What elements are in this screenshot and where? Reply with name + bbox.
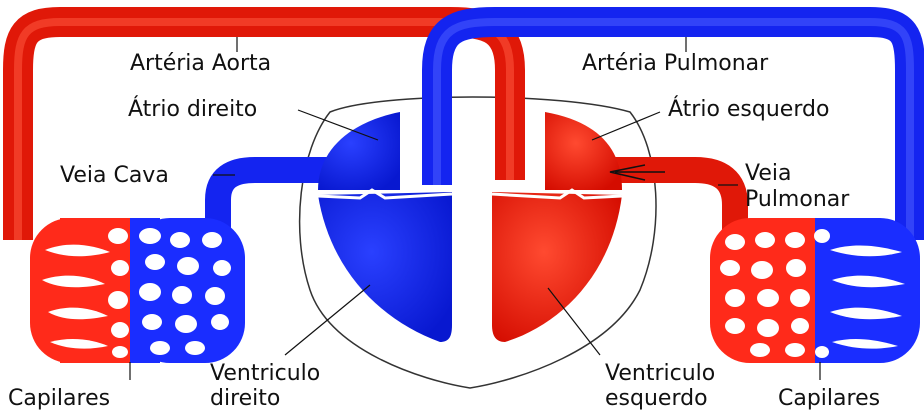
label-veia-pulmonar-1: Veia <box>745 161 791 186</box>
label-atrio-esquerdo: Átrio esquerdo <box>668 96 829 122</box>
label-veia-cava: Veia Cava <box>60 163 169 188</box>
label-capilares-left: Capilares <box>8 386 110 411</box>
label-atrio-direito: Átrio direito <box>128 96 257 122</box>
label-ventriculo-direito-1: Ventriculo <box>210 361 320 386</box>
right-capillary-bed <box>710 218 920 363</box>
label-ventriculo-esquerdo-1: Ventriculo <box>605 361 715 386</box>
label-ventriculo-esquerdo-2: esquerdo <box>605 386 708 411</box>
label-veia-pulmonar-2: Pulmonar <box>745 187 850 212</box>
label-ventriculo-direito-2: direito <box>210 386 280 411</box>
label-arteria-aorta: Artéria Aorta <box>130 51 271 76</box>
left-capillary-bed <box>30 218 245 363</box>
label-capilares-right: Capilares <box>778 386 880 411</box>
label-arteria-pulmonar: Artéria Pulmonar <box>582 51 769 76</box>
